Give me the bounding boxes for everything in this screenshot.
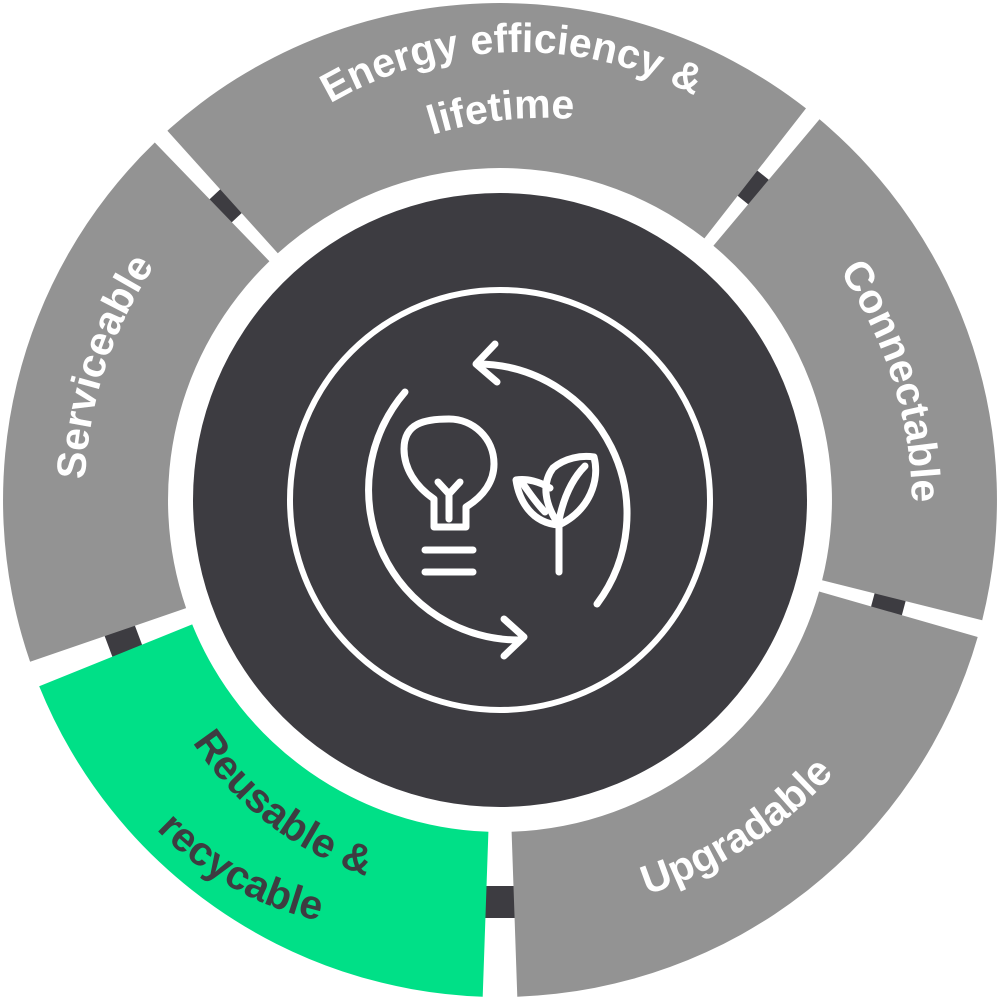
center-disc [193,193,807,807]
segment-connectable-shape [713,119,997,621]
cycle-arrowhead-top [472,340,501,386]
light-bulb-icon [400,415,498,576]
segment-upgradable-shape [511,591,978,997]
segment-serviceable-shape [3,142,270,662]
connector-block [484,886,516,918]
segment-energy: Energy efficiency &lifetime [167,3,806,254]
leaf-icon [512,452,600,576]
cycle-arrowhead-bottom [500,615,528,660]
outer-thin-ring [287,287,713,713]
cycle-arc-top [474,360,631,608]
segment-serviceable: Serviceable [3,142,270,662]
segment-reusable-shape [39,624,489,997]
cycle-arc-bottom [365,388,524,644]
circular-arrows-icon [287,287,713,713]
segment-energy-shape [167,3,806,254]
segment-connectable: Connectable [713,119,997,621]
